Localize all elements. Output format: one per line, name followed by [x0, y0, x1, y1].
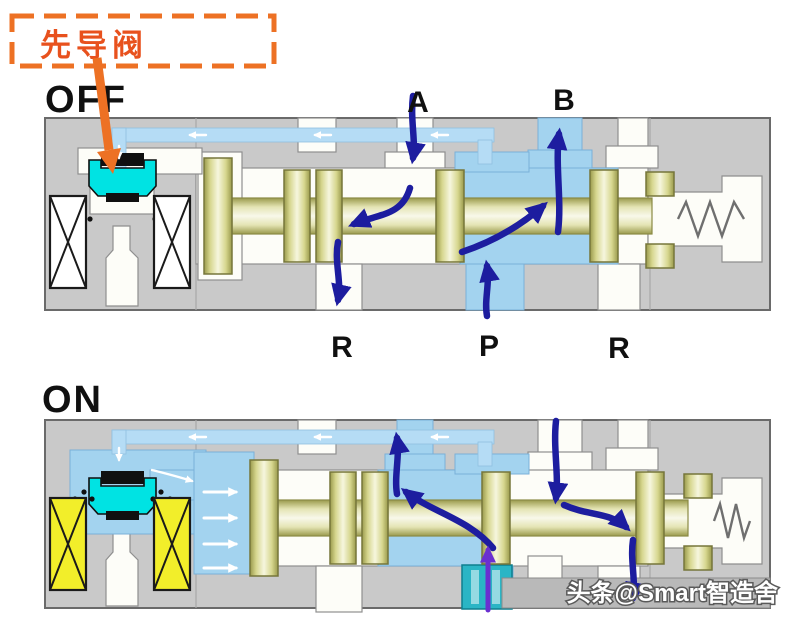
spool-push-chamber [193, 451, 255, 575]
port-r2-label: R [608, 332, 630, 365]
port-r1-label: R [331, 331, 353, 364]
watermark: 头条@Smart智造舍 [567, 579, 779, 607]
flow-arrow-b-in [547, 417, 569, 505]
solenoid-plunger [105, 527, 139, 607]
port-r1-channel [315, 565, 363, 613]
flow-arrow-p-in [479, 259, 500, 320]
port-a-label: A [407, 86, 429, 119]
on-diagram: ON 头条@Smart智造舍 [42, 379, 780, 613]
off-label: OFF [45, 79, 127, 121]
port-r2-channel [597, 263, 641, 311]
callout-arrow [92, 57, 114, 151]
port-p-channel [465, 263, 525, 311]
on-label: ON [42, 379, 103, 421]
solenoid-coil-left [48, 496, 88, 592]
flow-arrow-p-to-b [458, 201, 548, 256]
flow-arrow-a-up [389, 431, 410, 498]
pilot-flow-arrow [150, 468, 194, 483]
solenoid-coil-left [48, 194, 88, 290]
return-spring [676, 198, 746, 240]
callout-box [9, 13, 277, 69]
off-diagram: OFF A B R P R [44, 79, 771, 365]
solenoid-coil-right [152, 496, 192, 592]
pilot-poppet [88, 471, 157, 520]
return-spring [712, 499, 752, 543]
pilot-valve-callout: 先导阀 [9, 13, 277, 174]
solenoid-plunger [105, 225, 139, 307]
flow-arrow-b-out [546, 127, 568, 236]
solenoid-coil-right [152, 194, 192, 290]
flow-arrow-p-to-a [400, 488, 497, 552]
callout-arrowhead [97, 148, 121, 174]
callout-label: 先导阀 [40, 28, 148, 63]
flow-arrow-a-in [405, 92, 426, 165]
flow-arrow-r2-out [625, 536, 646, 605]
flow-arrow-b-to-r [560, 501, 631, 532]
port-b-label: B [553, 84, 575, 117]
flow-arrow-r1-out [331, 238, 352, 307]
flow-arrow-a-to-r [347, 184, 414, 228]
spool [203, 157, 675, 275]
port-p-label: P [479, 330, 499, 363]
